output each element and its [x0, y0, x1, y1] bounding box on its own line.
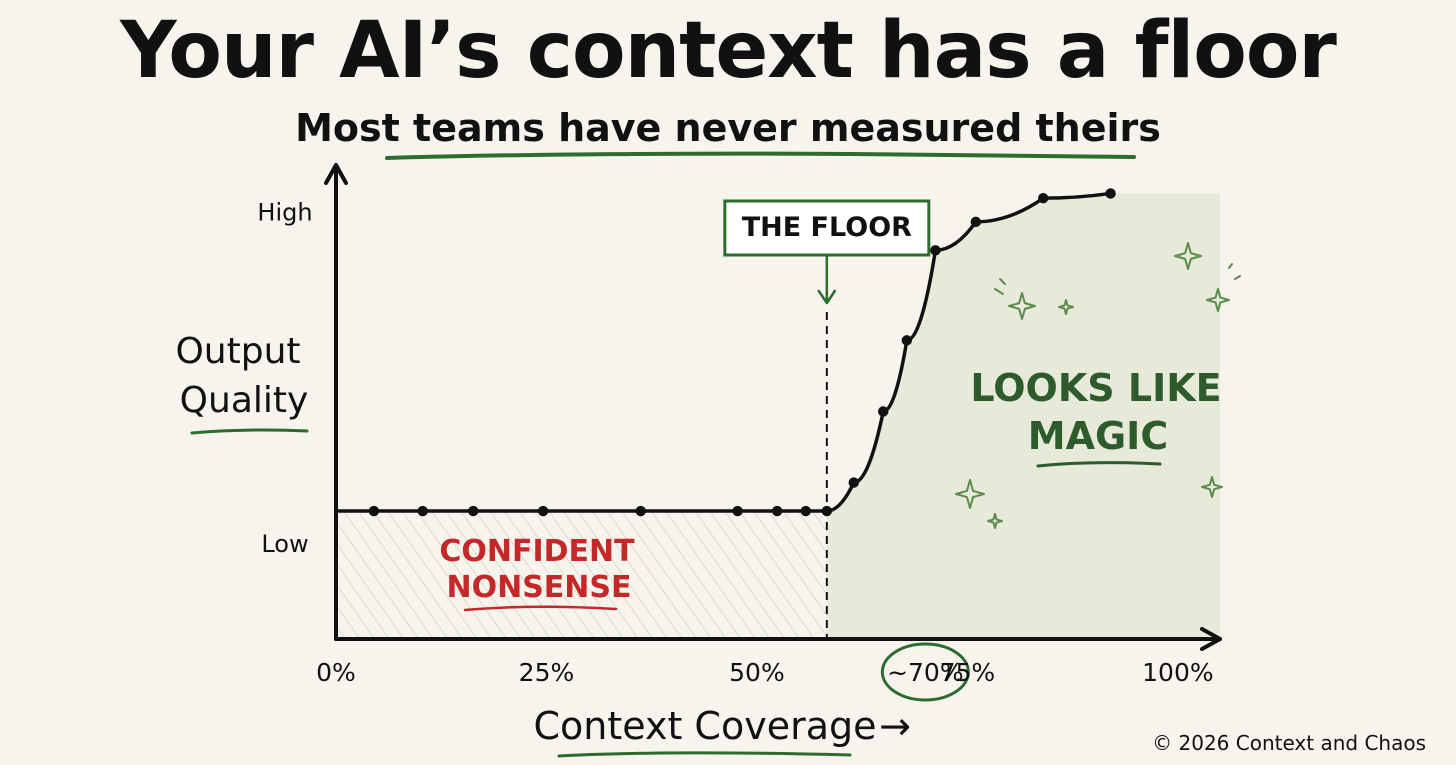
sparkle-accent-icon — [994, 288, 1004, 295]
chart-title: Your AI’s context has a floor — [120, 6, 1337, 96]
sparkle-icon — [1174, 242, 1202, 270]
curve-marker-5 — [635, 505, 646, 517]
curve-marker-4 — [537, 505, 549, 517]
right-region-label-underline — [1036, 461, 1162, 468]
left-region-label-underline — [463, 605, 618, 612]
threshold-pointer-arrow — [817, 289, 837, 305]
curve-marker-1 — [368, 505, 380, 517]
subtitle-underline — [385, 151, 1136, 160]
y-axis-title-line-1: Output — [175, 331, 300, 372]
curve-marker-16 — [1105, 188, 1116, 199]
x-tick-label-3: 50% — [729, 658, 785, 687]
sparkle-icon — [1058, 299, 1074, 315]
sparkle-icon — [987, 513, 1003, 529]
x-axis-title-arrow: → — [879, 704, 911, 748]
sparkle-icon — [955, 479, 985, 509]
sparkle-accent-icon — [1234, 275, 1241, 280]
y-axis-title-line-2: Quality — [180, 380, 309, 421]
y-tick-label-1: Low — [261, 530, 308, 558]
curve-marker-2 — [417, 505, 428, 517]
curve-marker-14 — [970, 216, 982, 228]
sparkle-icon — [1206, 288, 1230, 312]
curve-marker-7 — [771, 505, 783, 517]
curve-marker-15 — [1038, 192, 1049, 204]
sparkle-icon — [1201, 476, 1223, 498]
x-tick-label-6: 100% — [1142, 658, 1213, 687]
x-tick-label-2: 25% — [519, 658, 575, 687]
y-axis-title-underline — [190, 428, 309, 435]
right-region-label-line-1: LOOKS LIKE — [970, 366, 1221, 410]
threshold-tick-circle — [880, 642, 970, 702]
left-region-label-line-2: NONSENSE — [446, 570, 631, 605]
left-region-label-line-1: CONFIDENT — [439, 534, 635, 569]
curve-marker-6 — [732, 505, 743, 517]
sparkle-icon — [1008, 292, 1036, 320]
y-tick-label-2: High — [257, 198, 312, 226]
curve-marker-9 — [821, 505, 833, 517]
curve-marker-13 — [930, 245, 941, 256]
threshold-label-box — [723, 199, 931, 257]
sparkle-accent-icon — [1228, 263, 1233, 269]
x-axis-title-underline — [557, 751, 852, 758]
copyright-text: © 2026 Context and Chaos — [1152, 731, 1426, 755]
curve-marker-3 — [468, 505, 479, 517]
x-tick-label-4: ~70% — [887, 658, 964, 687]
x-axis-title: Context Coverage — [533, 704, 876, 748]
sparkle-accent-icon — [999, 278, 1006, 285]
curve-marker-10 — [848, 477, 859, 488]
curve-marker-12 — [901, 335, 913, 346]
x-tick-label-1: 0% — [316, 658, 356, 687]
y-axis-arrow — [324, 163, 348, 185]
x-tick-label-5: 75% — [940, 658, 996, 687]
x-axis-arrow — [1200, 627, 1222, 651]
confident-nonsense-region — [336, 511, 827, 639]
chart-subtitle: Most teams have never measured theirs — [295, 106, 1161, 150]
curve-marker-11 — [878, 406, 889, 417]
right-region-label-line-2: MAGIC — [1028, 414, 1168, 458]
curve-marker-8 — [800, 505, 811, 517]
threshold-label: THE FLOOR — [742, 212, 912, 243]
